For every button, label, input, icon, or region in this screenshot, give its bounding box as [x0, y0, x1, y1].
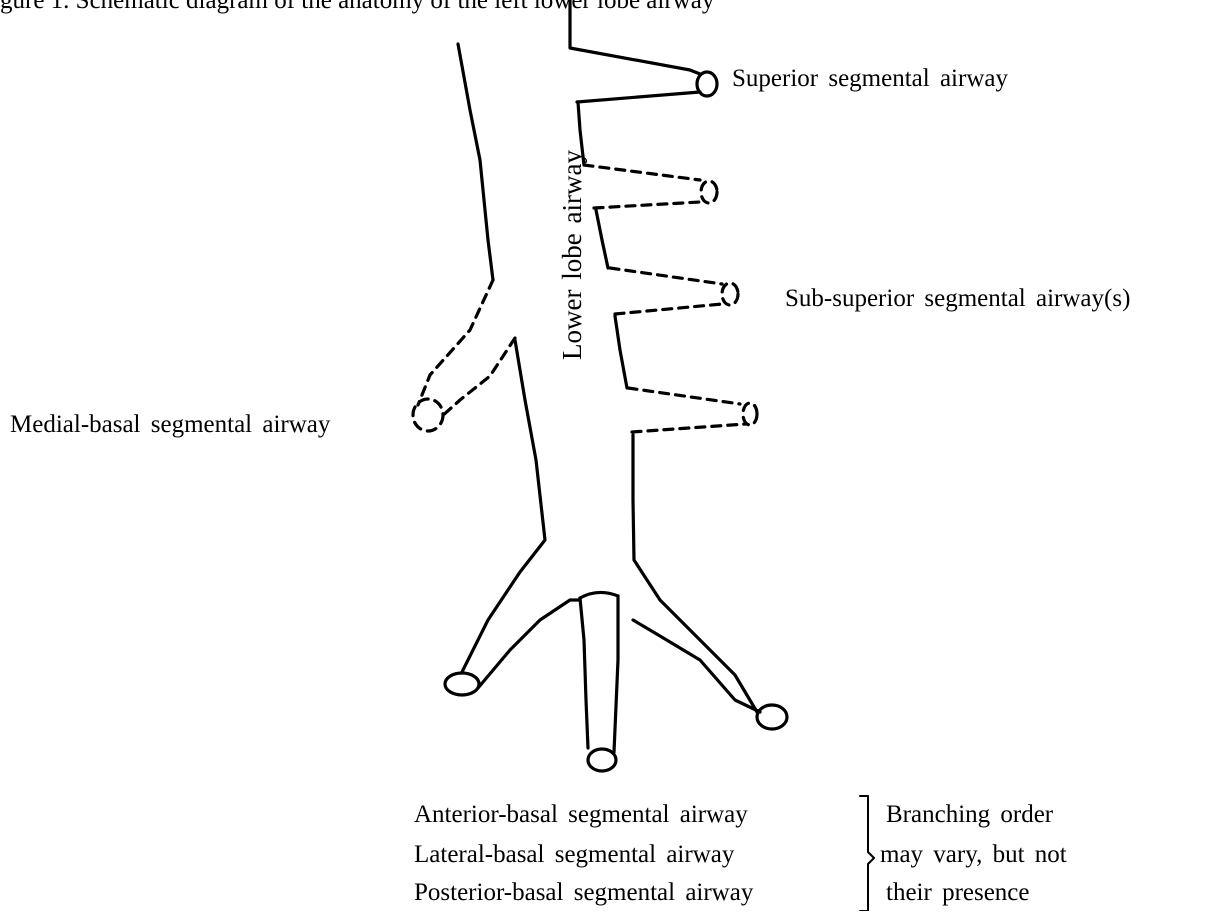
- sub-superior-branch-1-upper: [584, 165, 700, 180]
- sub-superior-opening-1: [701, 181, 717, 203]
- trunk-right-wall-2: [596, 210, 608, 268]
- sub-superior-branch-1-lower: [594, 202, 700, 208]
- sub-superior-branch-3-lower: [632, 424, 746, 432]
- anterior-basal-opening: [445, 673, 479, 695]
- sub-superior-opening-3: [743, 403, 757, 425]
- middle-branch-cap: [580, 592, 618, 598]
- medial-basal-label: Medial-basal segmental airway: [10, 410, 330, 440]
- posterior-basal-left-wall: [633, 620, 760, 712]
- figure-caption: gure 1. Schematic diagram of the anatomy…: [0, 0, 714, 16]
- note-line-1: Branching order: [886, 800, 1053, 830]
- trunk-left-wall-top: [458, 44, 493, 280]
- superior-label: Superior segmental airway: [732, 64, 1008, 94]
- lateral-basal-label: Lateral-basal segmental airway: [414, 840, 734, 870]
- middle-branch-right-wall: [614, 596, 618, 752]
- superior-segmental-opening: [697, 72, 717, 96]
- superior-branch-lower-wall: [577, 92, 700, 102]
- posterior-basal-label: Posterior-basal segmental airway: [414, 878, 753, 908]
- sub-superior-label: Sub-superior segmental airway(s): [785, 284, 1130, 314]
- note-line-2: may vary, but not: [880, 840, 1067, 870]
- trunk-label: Lower lobe airway: [557, 150, 587, 360]
- sub-superior-opening-2: [722, 283, 738, 305]
- posterior-basal-opening: [757, 705, 787, 729]
- trunk-right-wall-4: [633, 435, 757, 712]
- middle-branch-left-wall: [580, 598, 588, 748]
- anterior-basal-label: Anterior-basal segmental airway: [414, 800, 748, 830]
- sub-superior-branch-2-upper: [610, 268, 722, 284]
- medial-basal-branch-upper: [418, 280, 493, 405]
- sub-superior-branch-3-upper: [628, 388, 740, 404]
- sub-superior-branch-2-lower: [615, 304, 722, 314]
- note-line-3: their presence: [886, 878, 1030, 908]
- lateral-basal-opening: [588, 749, 616, 771]
- trunk-right-wall-3: [615, 316, 627, 388]
- note-brace: [860, 796, 874, 911]
